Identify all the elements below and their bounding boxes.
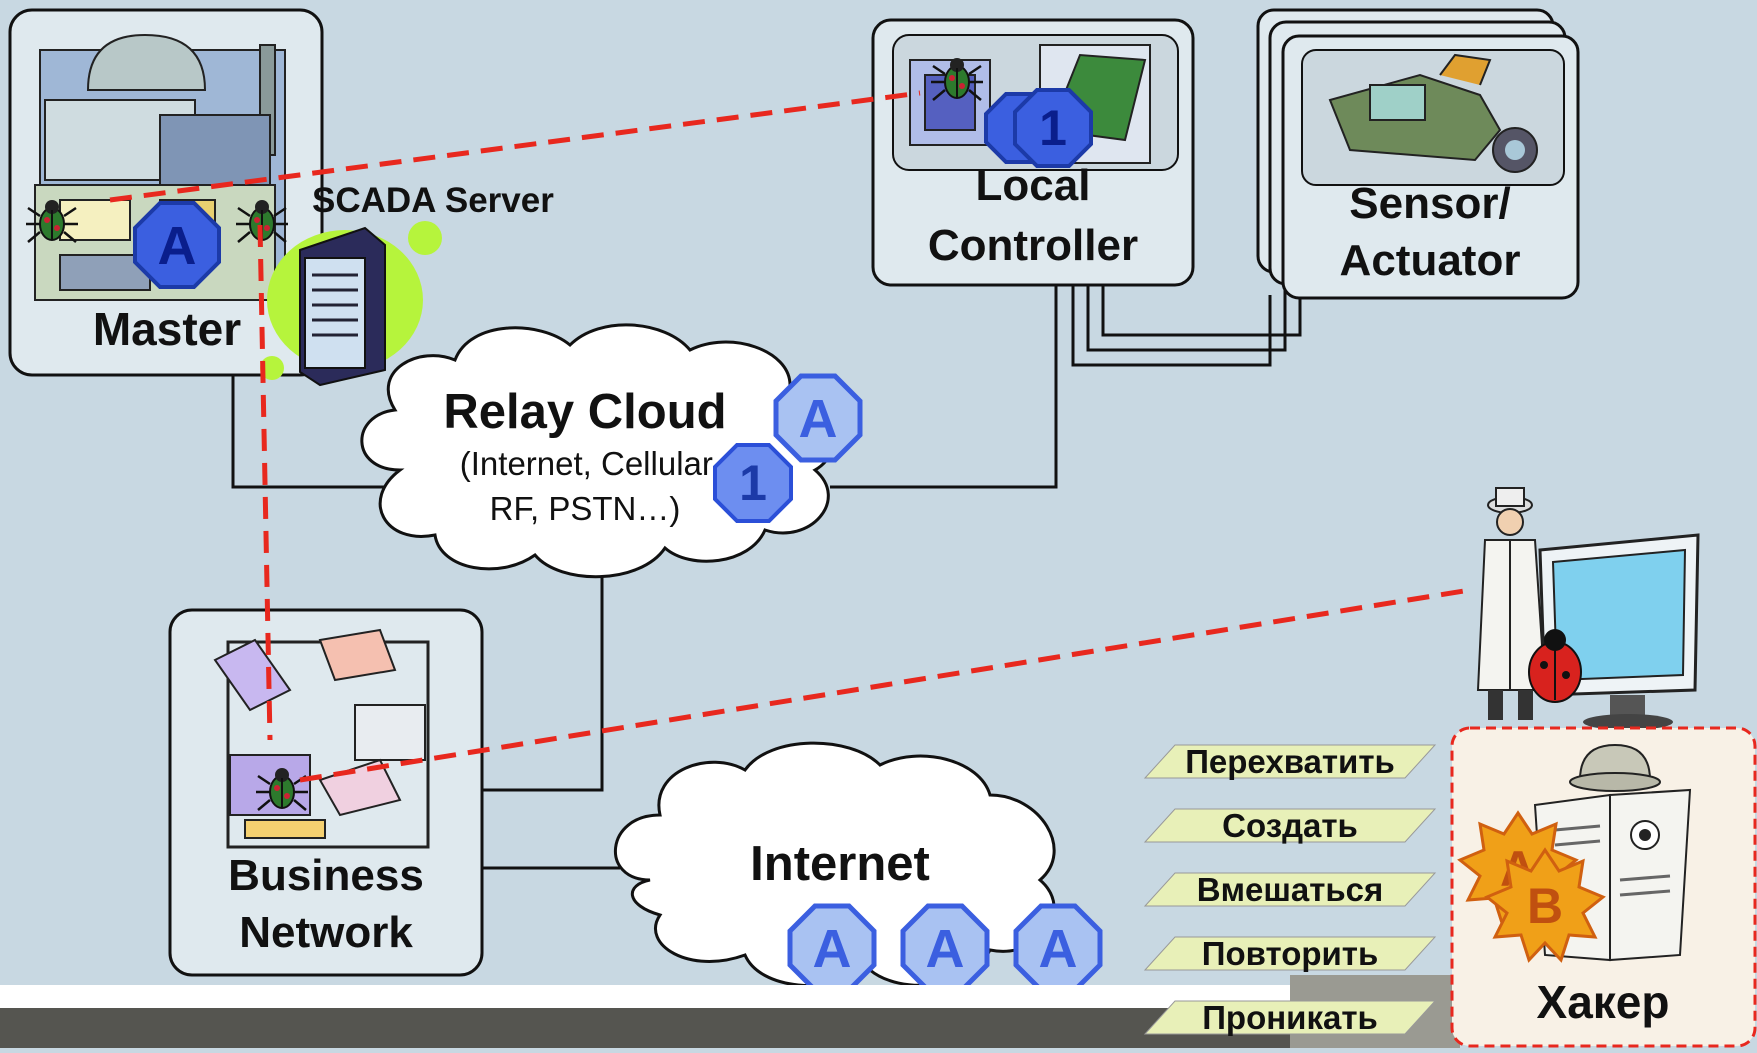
action-label-0: Перехватить [1185, 743, 1395, 780]
sensor-actuator-node: Sensor/ Actuator [1256, 8, 1580, 300]
action-label-1: Создать [1222, 807, 1358, 844]
hacker-workstation [1476, 487, 1700, 730]
badge-a-internet-3: A [1016, 906, 1100, 990]
badge-a-master: A [133, 201, 221, 289]
scada-server-node: SCADA Server [260, 181, 554, 387]
bottom-bar-highlight [0, 985, 1290, 1008]
sensor-line2: Actuator [1340, 236, 1521, 285]
camcorder-icon [1328, 53, 1538, 173]
badge-one-controller: 1 [1013, 88, 1093, 168]
local-controller-line2: Controller [928, 221, 1138, 270]
badge-a-internet-1: A [790, 906, 874, 990]
relay-cloud-sub1: (Internet, Cellular, [460, 445, 720, 482]
action-list: Перехватить Создать Вмешаться Повторить … [1143, 743, 1437, 1036]
attack-paths [109, 90, 1471, 783]
action-label-2: Вмешаться [1197, 871, 1384, 908]
svg-text:A: A [813, 919, 852, 979]
business-network-line2: Network [239, 908, 413, 957]
action-label-3: Повторить [1202, 935, 1379, 972]
svg-text:A: A [1039, 919, 1078, 979]
svg-text:1: 1 [1039, 100, 1067, 156]
svg-text:B: B [1527, 878, 1563, 934]
badge-one-relay: 1 [713, 443, 793, 523]
network-wiring [231, 280, 1302, 870]
business-network-line1: Business [228, 851, 424, 900]
scada-server-label: SCADA Server [312, 181, 554, 220]
monitor-icon [1538, 533, 1700, 730]
master-label: Master [93, 303, 241, 355]
action-label-4: Проникать [1202, 999, 1378, 1036]
action-plate [1143, 1000, 1437, 1035]
local-controller-line1: Local [976, 161, 1091, 210]
burst-badge-b: B [1484, 847, 1606, 963]
action-plate [1143, 872, 1437, 907]
badge-a-internet-2: A [903, 906, 987, 990]
sensor-line1: Sensor/ [1349, 179, 1510, 228]
business-network-node: Business Network [168, 608, 484, 977]
internet-label: Internet [750, 837, 930, 891]
hacker-label: Хакер [1537, 976, 1670, 1028]
spy-figure-icon [1476, 487, 1547, 720]
network-hands-icon [213, 628, 430, 849]
action-plate [1143, 936, 1437, 971]
relay-cloud-title: Relay Cloud [443, 385, 726, 439]
svg-text:A: A [799, 389, 838, 449]
bottom-bar [0, 1008, 1290, 1048]
action-plate [1143, 808, 1437, 843]
relay-cloud-sub2: RF, PSTN…) [490, 490, 681, 527]
ladybug-icon [1528, 629, 1582, 703]
relay-cloud: Relay Cloud (Internet, Cellular, RF, PST… [360, 323, 838, 579]
svg-text:1: 1 [739, 455, 767, 511]
svg-text:A: A [926, 919, 965, 979]
server-rack-icon [299, 226, 386, 387]
action-plate [1143, 744, 1437, 779]
svg-text:A: A [158, 216, 197, 276]
hacker-node: A B Хакер [1450, 726, 1757, 1048]
badge-a-relay: A [773, 373, 863, 463]
